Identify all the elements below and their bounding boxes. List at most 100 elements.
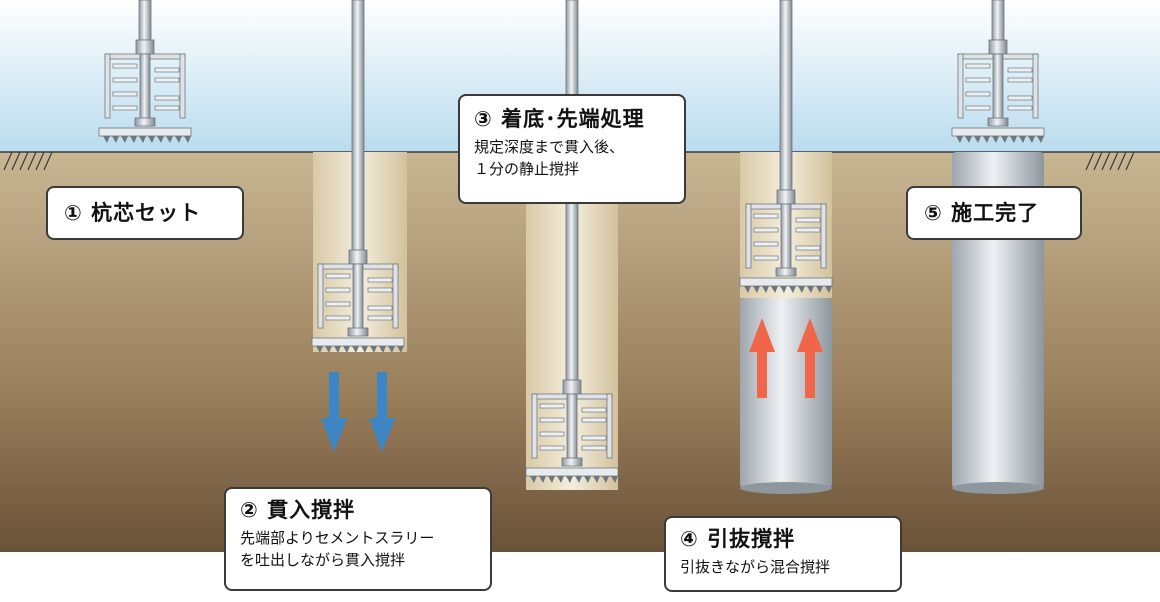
cutting-tooth bbox=[361, 346, 368, 353]
mixing-wing bbox=[154, 67, 180, 73]
step-4-title-text: 引抜撹拌 bbox=[707, 527, 796, 551]
blade-shaft bbox=[139, 53, 151, 125]
drill-rod-step-2 bbox=[351, 0, 365, 251]
mixing-wing bbox=[1007, 67, 1033, 73]
cutting-tooth bbox=[983, 136, 990, 143]
blade-right-post bbox=[179, 53, 186, 119]
mixing-wing bbox=[753, 213, 779, 219]
soil-cement-column-step-4 bbox=[740, 298, 832, 488]
cutting-tooth bbox=[593, 476, 600, 483]
column-base-step-5 bbox=[952, 482, 1044, 494]
step-4-description-line-1: 引抜きながら混合撹拌 bbox=[680, 558, 831, 576]
mixing-wing bbox=[367, 287, 393, 293]
blade-left-post bbox=[957, 53, 964, 119]
cutting-head bbox=[525, 467, 619, 477]
cutting-tooth bbox=[139, 136, 146, 143]
cutting-tooth bbox=[148, 136, 155, 143]
step-2-label: ② 貫入撹拌 先端部よりセメントスラリー を吐出しながら貫入撹拌 bbox=[224, 487, 492, 591]
blade-lower-collar bbox=[987, 117, 1009, 127]
cutting-tooth bbox=[1028, 136, 1035, 143]
blade-right-post bbox=[820, 203, 827, 269]
cutting-tooth bbox=[974, 136, 981, 143]
mixing-wing bbox=[581, 417, 607, 423]
step-1-title-text: 杭芯セット bbox=[91, 201, 202, 225]
step-2-description-line-1: 先端部よりセメントスラリー bbox=[240, 529, 435, 547]
hatch-mark bbox=[1125, 151, 1135, 171]
mixing-wing bbox=[325, 301, 351, 307]
mixing-wing bbox=[367, 305, 393, 311]
blade-shaft bbox=[992, 53, 1004, 125]
cutting-tooth bbox=[807, 286, 814, 293]
cutting-tooth bbox=[602, 476, 609, 483]
blade-collar bbox=[135, 39, 155, 55]
cutting-tooth bbox=[175, 136, 182, 143]
cutting-tooth bbox=[548, 476, 555, 483]
cutting-tooth bbox=[965, 136, 972, 143]
cutting-head bbox=[739, 277, 833, 287]
drill-rod-step-5 bbox=[991, 0, 1005, 41]
mixing-wing bbox=[1007, 105, 1033, 111]
blade-lower-collar bbox=[561, 457, 583, 467]
cutting-tooth bbox=[611, 476, 618, 483]
step-3-description-line-2: １分の静止撹拌 bbox=[474, 160, 580, 178]
mixing-blades bbox=[98, 39, 1045, 483]
step-4-title: ④ 引抜撹拌 bbox=[680, 526, 886, 552]
mixing-wing bbox=[965, 91, 991, 97]
cutting-tooth bbox=[352, 346, 359, 353]
cutting-tooth bbox=[397, 346, 404, 353]
mixing-wing bbox=[581, 407, 607, 413]
mixing-wing bbox=[154, 105, 180, 111]
hatch-mark bbox=[35, 151, 45, 171]
mixing-wing bbox=[325, 273, 351, 279]
step-2-description-line-2: を吐出しながら貫入撹拌 bbox=[240, 551, 406, 569]
blade-left-post bbox=[317, 263, 324, 329]
step-3-title: ③ 着底･先端処理 bbox=[474, 106, 670, 132]
step-3-title-text: 着底･先端処理 bbox=[501, 107, 645, 131]
cutting-tooth bbox=[1037, 136, 1044, 143]
cutting-tooth bbox=[816, 286, 823, 293]
blade-right-post bbox=[1032, 53, 1039, 119]
step-5-title-text: 施工完了 bbox=[951, 201, 1040, 225]
mixing-wing bbox=[154, 77, 180, 83]
mixing-wing bbox=[795, 255, 821, 261]
up-arrow-icon bbox=[749, 318, 775, 398]
cutting-tooth bbox=[780, 286, 787, 293]
cutting-head bbox=[311, 337, 405, 347]
cutting-tooth bbox=[1019, 136, 1026, 143]
step-3-description-line-1: 規定深度まで貫入後、 bbox=[474, 138, 625, 156]
direction-arrows bbox=[321, 318, 823, 452]
cutting-tooth bbox=[539, 476, 546, 483]
step-2-number: ② bbox=[240, 498, 259, 522]
cutting-tooth bbox=[771, 286, 778, 293]
mixing-wing bbox=[112, 63, 138, 69]
blade-shaft bbox=[780, 203, 792, 275]
drill-rod-step-4 bbox=[779, 0, 793, 191]
mixing-wing bbox=[795, 227, 821, 233]
step-2-title: ② 貫入撹拌 bbox=[240, 497, 476, 523]
cutting-tooth bbox=[1010, 136, 1017, 143]
cutting-tooth bbox=[130, 136, 137, 143]
mixing-wing bbox=[154, 95, 180, 101]
cutting-tooth bbox=[584, 476, 591, 483]
cutting-tooth bbox=[157, 136, 164, 143]
blade-collar bbox=[348, 249, 368, 265]
blade-right-post bbox=[606, 393, 613, 459]
mixing-blade-step-2 bbox=[311, 249, 405, 353]
blade-lower-collar bbox=[775, 267, 797, 277]
cutting-tooth bbox=[103, 136, 110, 143]
blade-shaft bbox=[352, 263, 364, 335]
cutting-tooth bbox=[789, 286, 796, 293]
mixing-wing bbox=[367, 277, 393, 283]
drill-rod-step-1 bbox=[138, 0, 152, 41]
step-4-label: ④ 引抜撹拌 引抜きながら混合撹拌 bbox=[664, 516, 902, 592]
step-3-description: 規定深度まで貫入後、 １分の静止撹拌 bbox=[474, 136, 670, 180]
cutting-tooth bbox=[334, 346, 341, 353]
cutting-tooth bbox=[798, 286, 805, 293]
mixing-wing bbox=[539, 431, 565, 437]
mixing-wing bbox=[112, 105, 138, 111]
blade-collar bbox=[562, 379, 582, 395]
mixing-blade-step-1 bbox=[98, 39, 192, 143]
up-arrow-icon bbox=[797, 318, 823, 398]
step-4-number: ④ bbox=[680, 527, 699, 551]
